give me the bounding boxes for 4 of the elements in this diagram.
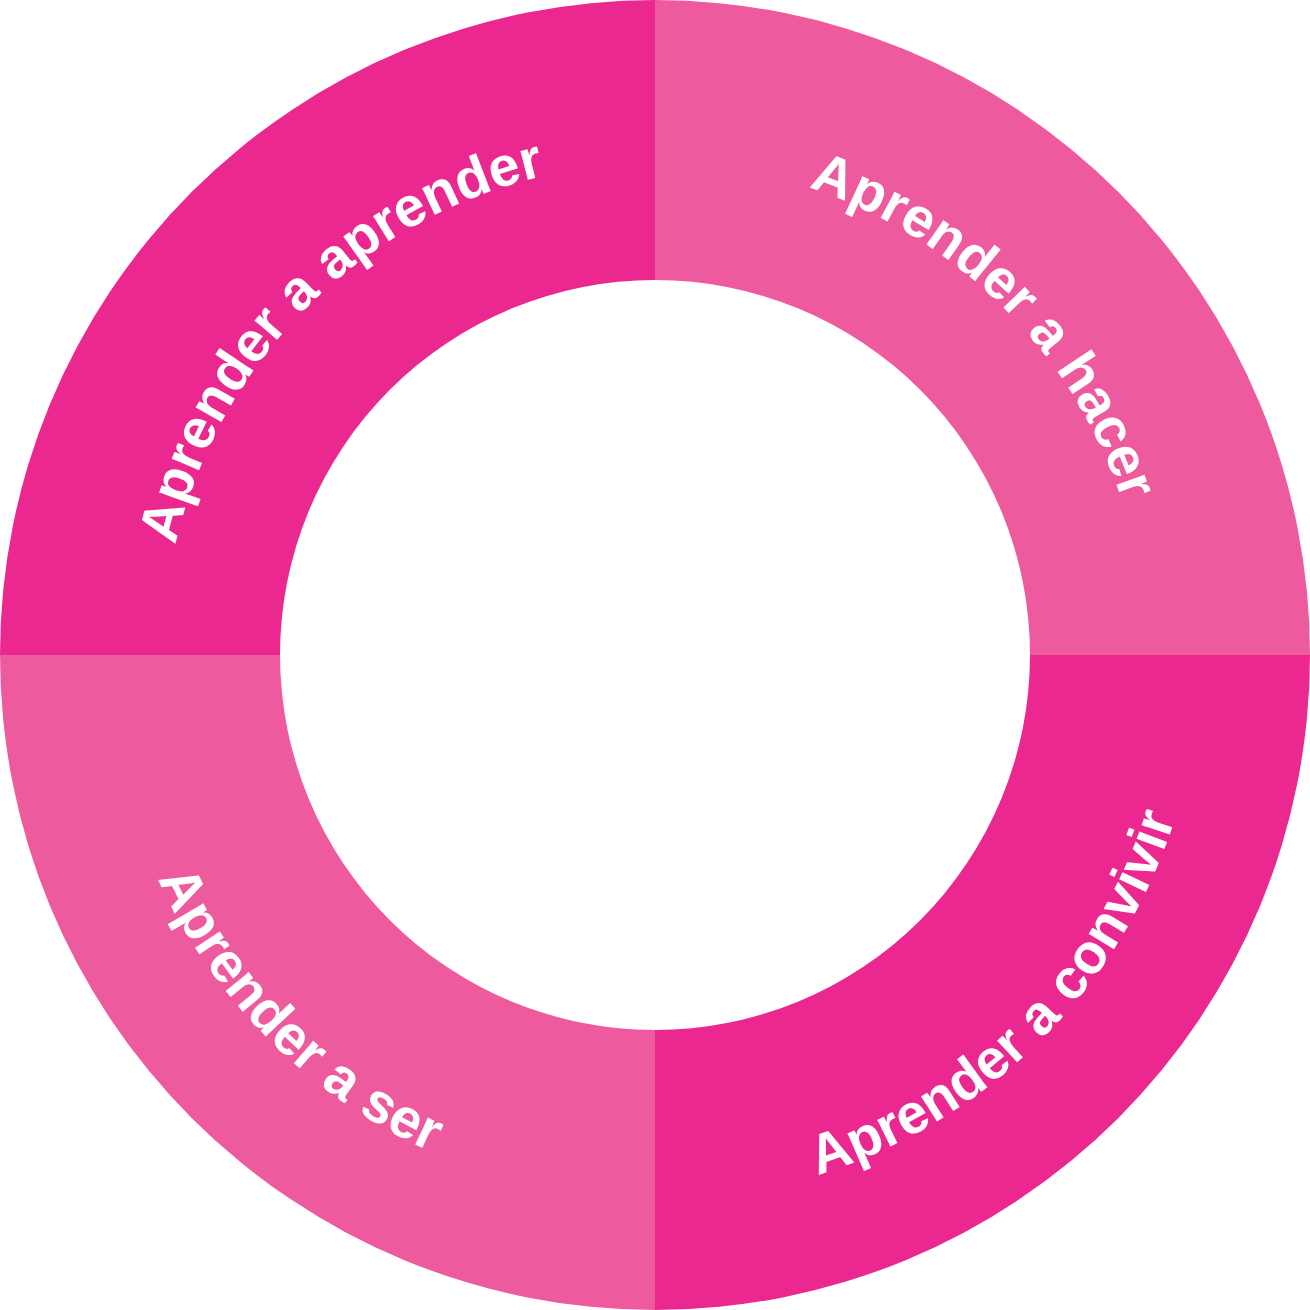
ring-segment: [0, 0, 655, 655]
ring-segment: [655, 655, 1310, 1310]
ring-segment: [655, 0, 1310, 655]
ring-segment: [0, 655, 655, 1310]
